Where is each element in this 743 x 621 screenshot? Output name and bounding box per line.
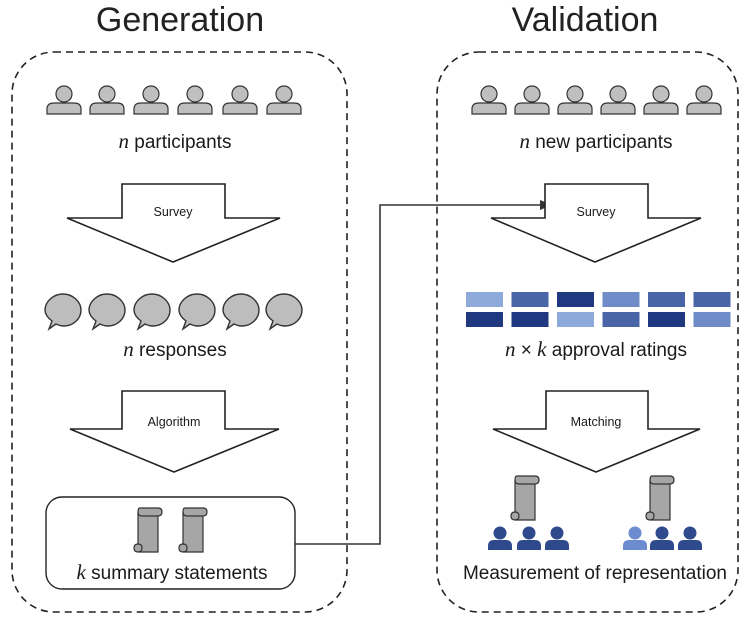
matching-arrow-icon [492, 390, 701, 473]
person-icon [517, 526, 541, 550]
responses-row [44, 293, 303, 330]
rating-cell [693, 292, 731, 307]
person-icon [557, 85, 593, 115]
validation-survey-arrow-icon [490, 183, 702, 263]
scroll-icon [133, 507, 163, 553]
rating-cell [602, 312, 640, 327]
rating-cell [466, 292, 503, 307]
new-participants-row [471, 85, 722, 115]
participants-label: n participants [119, 129, 232, 153]
scroll-icon [178, 507, 208, 553]
person-icon [643, 85, 679, 115]
person-icon [46, 85, 82, 115]
person-icon [686, 85, 722, 115]
speech-bubble-icon [88, 293, 126, 330]
person-icon [514, 85, 550, 115]
speech-bubble-icon [265, 293, 303, 330]
validation-panel [436, 51, 739, 613]
matched-group-a [488, 526, 569, 550]
person-icon [89, 85, 125, 115]
person-icon [133, 85, 169, 115]
connector-arrow [295, 200, 552, 545]
algorithm-arrow-icon [69, 390, 280, 473]
rating-cell [648, 292, 685, 307]
rating-cell [557, 292, 594, 307]
validation-title: Validation [512, 1, 659, 39]
person-icon [678, 526, 702, 550]
speech-bubble-icon [222, 293, 260, 330]
survey-label: Survey [154, 205, 194, 219]
rating-cell [511, 312, 549, 327]
person-icon [545, 526, 569, 550]
person-icon [623, 526, 647, 550]
measurement-label: Measurement of representation [463, 563, 727, 584]
speech-bubble-icon [44, 293, 82, 330]
person-icon [266, 85, 302, 115]
approval-ratings-label: n × k approval ratings [505, 337, 687, 361]
person-icon [177, 85, 213, 115]
person-icon [471, 85, 507, 115]
summary-statements-box [45, 496, 296, 590]
summary-statements-label: k summary statements [77, 560, 268, 584]
matching-label: Matching [571, 415, 622, 429]
algorithm-label: Algorithm [148, 415, 201, 429]
person-icon [650, 526, 674, 550]
validation-survey-label: Survey [577, 205, 617, 219]
generation-title: Generation [96, 1, 264, 39]
person-icon [488, 526, 512, 550]
participants-row [46, 85, 302, 115]
scroll-icon [510, 475, 540, 521]
survey-arrow-icon [66, 183, 281, 263]
generation-panel [11, 51, 348, 613]
rating-cell [511, 292, 549, 307]
person-icon [222, 85, 258, 115]
speech-bubble-icon [133, 293, 171, 330]
rating-cell [693, 312, 731, 327]
person-icon [600, 85, 636, 115]
rating-cell [466, 312, 503, 327]
matched-group-b [623, 526, 702, 550]
rating-cell [557, 312, 594, 327]
rating-cell [602, 292, 640, 307]
new-participants-label: n new participants [519, 129, 672, 153]
approval-ratings-grid [466, 292, 731, 327]
speech-bubble-icon [178, 293, 216, 330]
scroll-icon [645, 475, 675, 521]
rating-cell [648, 312, 685, 327]
responses-label: n responses [123, 337, 226, 361]
